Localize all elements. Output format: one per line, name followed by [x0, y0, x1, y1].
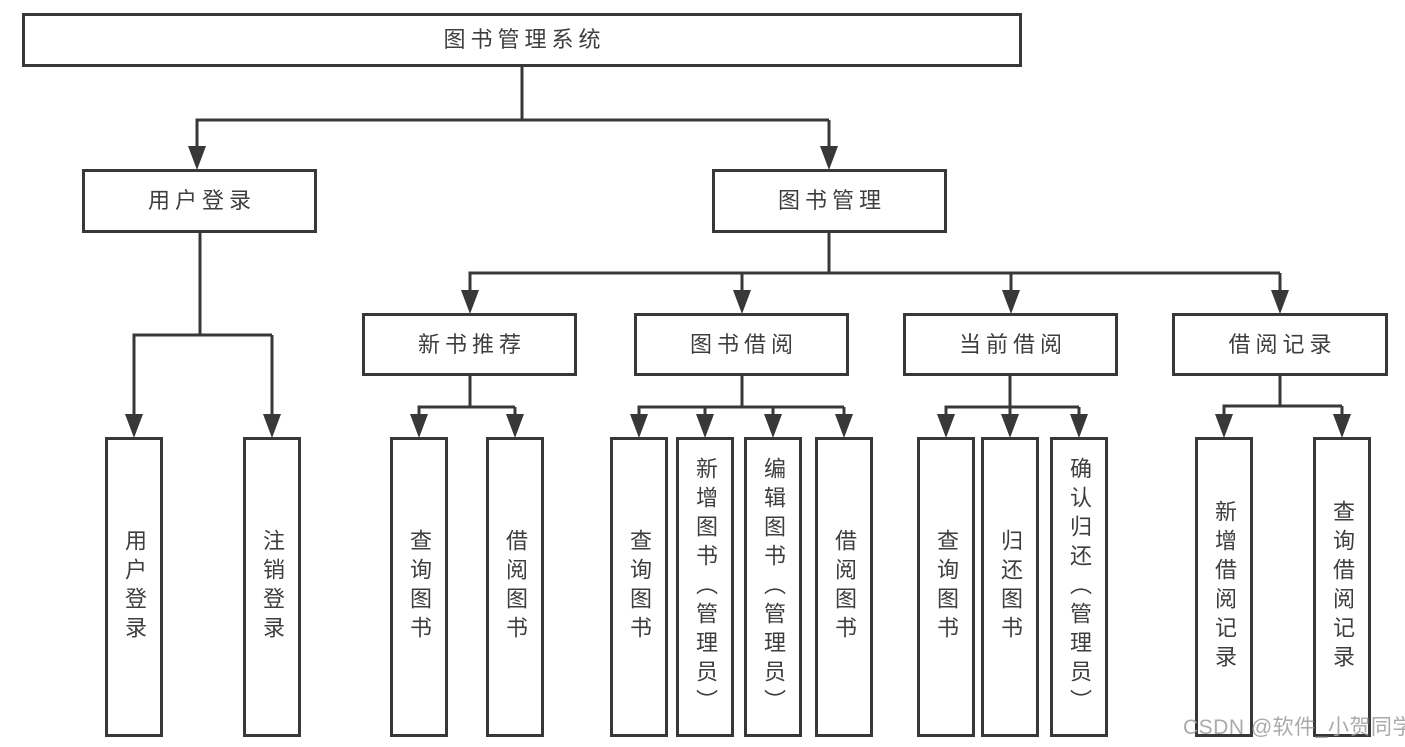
arrowhead-down-icon — [1002, 290, 1020, 314]
node-label: 图书管理系统 — [443, 27, 606, 52]
arrowhead-down-icon — [461, 290, 479, 314]
arrowhead-down-icon — [835, 414, 853, 438]
arrowhead-down-icon — [188, 146, 206, 170]
leaf-borrow-edit-books-admin: 编辑图书（管理员） — [744, 437, 802, 737]
node-current-borrowing: 当前借阅 — [903, 313, 1118, 376]
leaf-current-return-books: 归还图书 — [981, 437, 1039, 737]
leaf-label: 用户登录 — [122, 529, 147, 645]
connector-root-to-level2 — [195, 67, 831, 149]
node-library-management-system: 图书管理系统 — [22, 13, 1022, 67]
leaf-borrow-query-books: 查询图书 — [610, 437, 668, 737]
leaf-label: 注销登录 — [260, 529, 285, 645]
leaf-records-add-record: 新增借阅记录 — [1195, 437, 1253, 737]
arrowhead-down-icon — [733, 290, 751, 314]
node-label: 当前借阅 — [958, 331, 1067, 357]
arrowhead-down-icon — [1070, 414, 1088, 438]
leaf-records-query-record: 查询借阅记录 — [1313, 437, 1371, 737]
node-label: 用户登录 — [147, 188, 256, 213]
leaf-label: 借阅图书 — [832, 529, 857, 645]
connector-current-to-leaves — [944, 375, 1081, 418]
leaf-label: 确认归还（管理员） — [1067, 456, 1092, 718]
arrowhead-down-icon — [630, 414, 648, 438]
leaf-label: 编辑图书（管理员） — [761, 456, 786, 718]
arrowhead-down-icon — [1271, 290, 1289, 314]
arrowhead-down-icon — [506, 414, 524, 438]
node-user-login-group: 用户登录 — [82, 169, 317, 233]
arrowhead-down-icon — [125, 414, 143, 438]
arrowhead-down-icon — [1215, 414, 1233, 438]
connector-mgmt-to-level3 — [468, 232, 1282, 293]
leaf-label: 归还图书 — [998, 529, 1023, 645]
csdn-watermark: CSDN @软件_小贺同学 — [1183, 716, 1405, 739]
node-label: 图书借阅 — [689, 331, 798, 357]
leaf-borrow-borrow-books: 借阅图书 — [815, 437, 873, 737]
node-borrowing-records: 借阅记录 — [1172, 313, 1388, 376]
leaf-user-login: 用户登录 — [105, 437, 163, 737]
node-label: 借阅记录 — [1228, 331, 1337, 357]
leaf-label: 新增借阅记录 — [1212, 500, 1237, 674]
leaf-borrow-add-books-admin: 新增图书（管理员） — [676, 437, 734, 737]
leaf-label: 查询图书 — [934, 529, 959, 645]
leaf-current-confirm-return-admin: 确认归还（管理员） — [1050, 437, 1108, 737]
arrowhead-down-icon — [696, 414, 714, 438]
connector-borrow-to-leaves — [637, 375, 846, 418]
connector-records-to-leaves — [1222, 375, 1344, 418]
leaf-label: 新增图书（管理员） — [693, 456, 718, 718]
leaf-rec-borrow-books: 借阅图书 — [486, 437, 544, 737]
arrowhead-down-icon — [764, 414, 782, 438]
node-book-borrowing: 图书借阅 — [634, 313, 849, 376]
connector-login-to-leaves — [132, 232, 274, 418]
leaf-current-query-books: 查询图书 — [917, 437, 975, 737]
arrowhead-down-icon — [1333, 414, 1351, 438]
arrowhead-down-icon — [263, 414, 281, 438]
arrowhead-down-icon — [1001, 414, 1019, 438]
leaf-label: 查询图书 — [407, 529, 432, 645]
node-new-book-recommend: 新书推荐 — [362, 313, 577, 376]
node-label: 图书管理 — [777, 188, 886, 213]
leaf-label: 查询借阅记录 — [1330, 500, 1355, 674]
leaf-logout: 注销登录 — [243, 437, 301, 737]
leaf-label: 借阅图书 — [503, 529, 528, 645]
leaf-rec-query-books: 查询图书 — [390, 437, 448, 737]
node-book-management-group: 图书管理 — [712, 169, 947, 233]
arrowheads — [125, 146, 1351, 438]
connector-rec-to-leaves — [417, 375, 517, 418]
leaf-label: 查询图书 — [627, 529, 652, 645]
arrowhead-down-icon — [410, 414, 428, 438]
arrowhead-down-icon — [820, 146, 838, 170]
arrowhead-down-icon — [937, 414, 955, 438]
node-label: 新书推荐 — [417, 331, 526, 357]
